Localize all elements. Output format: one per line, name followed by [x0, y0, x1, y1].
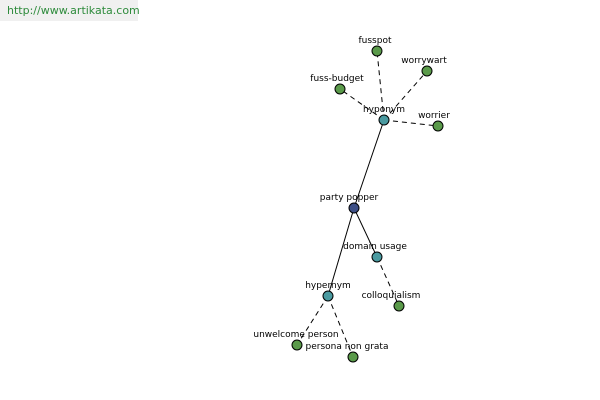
node-hyponym[interactable]: hyponym — [363, 105, 405, 126]
edge-party-popper-to-hyponym — [353, 119, 385, 209]
node-label-worrywart: worrywart — [401, 56, 447, 66]
node-dot-hypernym[interactable] — [322, 290, 334, 302]
node-dot-unwelcome-person[interactable] — [291, 339, 303, 351]
nodes-layer: party popper hyponym domain usage hypernym f… — [253, 36, 450, 363]
node-label-fusspot: fusspot — [359, 36, 392, 46]
node-label-worrier: worrier — [418, 111, 450, 121]
node-dot-party-popper[interactable] — [348, 202, 360, 214]
node-label-fuss-budget: fuss-budget — [310, 74, 364, 84]
node-unwelcome-person[interactable]: unwelcome person — [253, 330, 339, 351]
edges-layer — [296, 50, 439, 358]
node-label-persona-non-grata: persona non grata — [306, 342, 389, 352]
node-domain-usage[interactable]: domain usage — [343, 242, 407, 263]
node-label-hyponym: hyponym — [363, 105, 405, 115]
edge-party-popper-to-hypernym — [327, 207, 355, 297]
edge-hyponym-to-worrier — [383, 119, 439, 127]
node-colloquialism[interactable]: colloquialism — [362, 291, 421, 312]
node-dot-fuss-budget[interactable] — [334, 83, 346, 95]
node-persona-non-grata[interactable]: persona non grata — [306, 342, 389, 363]
node-label-unwelcome-person: unwelcome person — [253, 330, 338, 340]
node-dot-fusspot[interactable] — [371, 45, 383, 57]
node-party-popper[interactable]: party popper — [320, 193, 379, 214]
watermark-link[interactable]: http://www.artikata.com — [0, 0, 140, 21]
node-label-party-popper: party popper — [320, 193, 379, 203]
node-dot-worrier[interactable] — [432, 120, 444, 132]
node-fuss-budget[interactable]: fuss-budget — [310, 74, 364, 95]
node-label-colloquialism: colloquialism — [362, 291, 421, 301]
node-dot-persona-non-grata[interactable] — [347, 351, 359, 363]
node-hypernym[interactable]: hypernym — [305, 281, 351, 302]
edge-hyponym-to-worrywart — [383, 70, 428, 121]
node-worrywart[interactable]: worrywart — [401, 56, 447, 77]
node-dot-worrywart[interactable] — [421, 65, 433, 77]
edge-party-popper-to-domain-usage — [353, 207, 378, 258]
node-fusspot[interactable]: fusspot — [359, 36, 392, 57]
node-dot-colloquialism[interactable] — [393, 300, 405, 312]
node-worrier[interactable]: worrier — [418, 111, 450, 132]
edge-hypernym-to-unwelcome-person — [296, 295, 329, 346]
edge-hypernym-to-persona-non-grata — [327, 295, 354, 358]
node-label-domain-usage: domain usage — [343, 242, 407, 252]
node-label-hypernym: hypernym — [305, 281, 351, 291]
node-dot-domain-usage[interactable] — [371, 251, 383, 263]
node-dot-hyponym[interactable] — [378, 114, 390, 126]
edge-hyponym-to-fusspot — [376, 50, 385, 121]
